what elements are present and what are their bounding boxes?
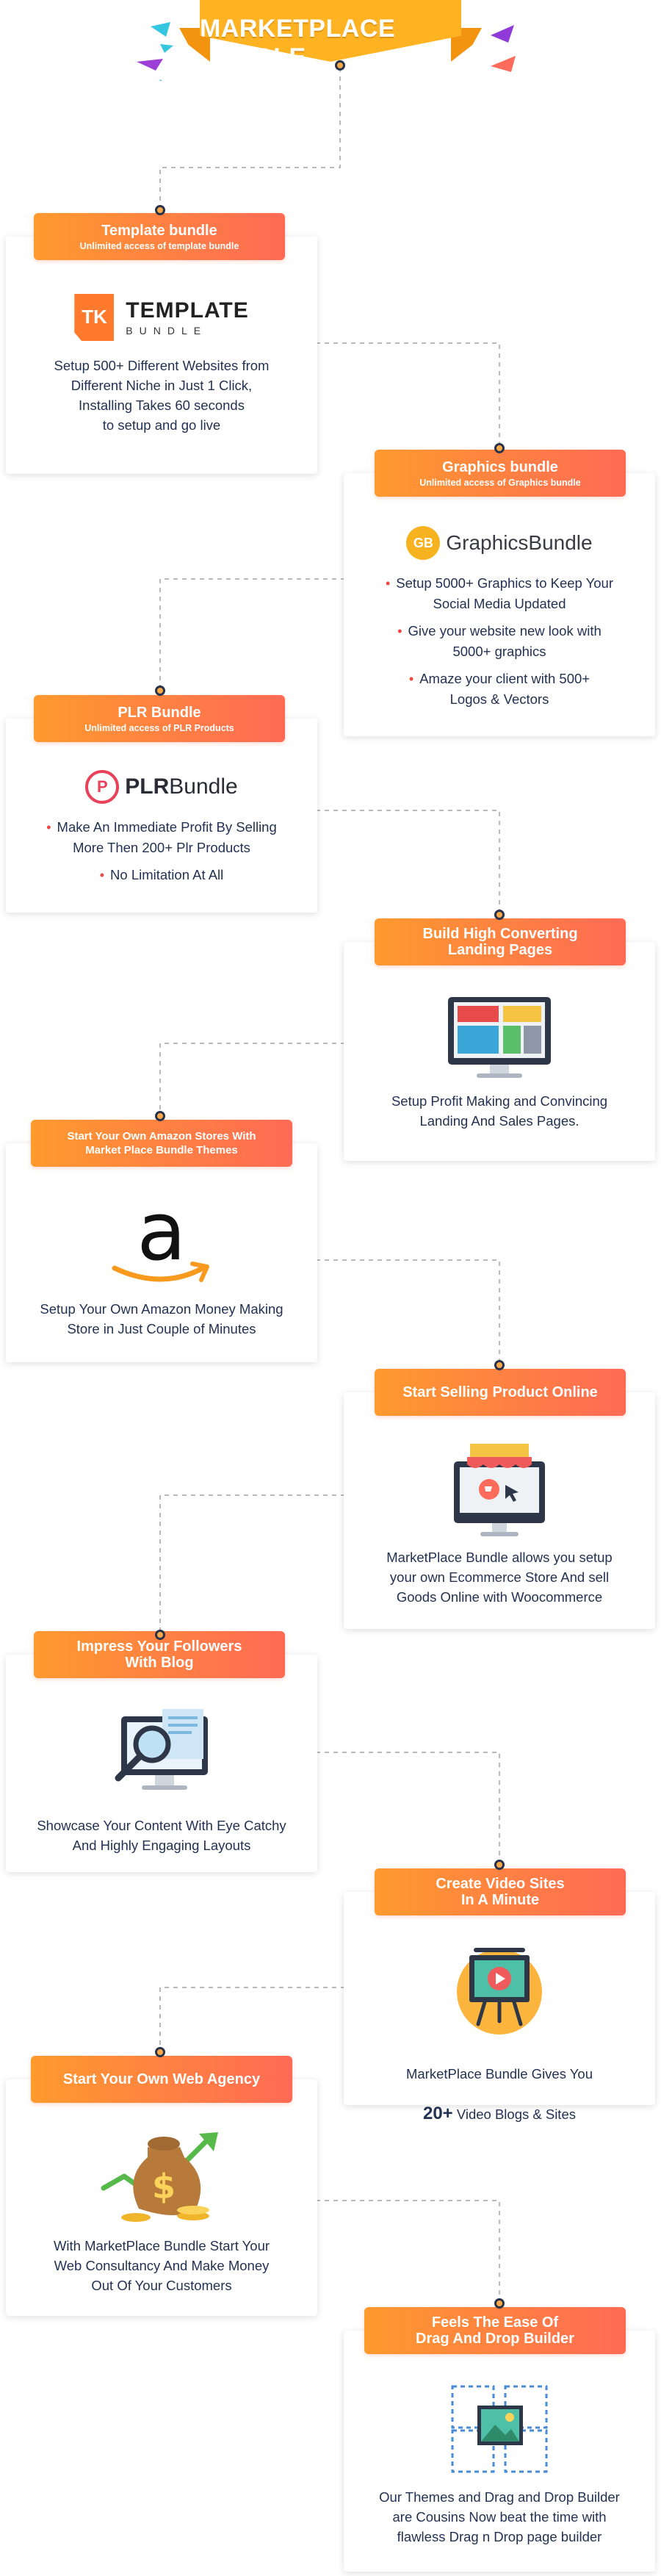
confetti-decoration — [137, 22, 516, 81]
money-bag-growth-icon: $ — [101, 2132, 218, 2222]
monitor-layout-icon — [448, 997, 551, 1078]
blog-search-icon — [115, 1709, 208, 1790]
list-item: •No Limitation At All — [99, 867, 224, 882]
tag-selling-online: Start Selling Product Online — [375, 1369, 626, 1416]
plr-bundle-mark-icon: P — [85, 770, 120, 804]
tag-subtitle: Unlimited access of Graphics bundle — [419, 477, 581, 488]
connector-node — [335, 60, 345, 71]
card-video-sites: MarketPlace Bundle Gives You 20+ Video B… — [344, 1892, 655, 2123]
drag-drop-icon — [451, 2385, 548, 2473]
tag-template-bundle: Template bundle Unlimited access of temp… — [34, 213, 285, 260]
video-board-icon — [457, 1948, 542, 2034]
logo-text: GraphicsBundle — [446, 531, 593, 554]
card-description: MarketPlace Bundle allows you setup your… — [386, 1550, 613, 1605]
connector-node — [494, 1860, 505, 1870]
card-description: Setup 500+ Different Websites from Diffe… — [54, 358, 270, 433]
card-description: Setup Profit Making and Convincing Landi… — [391, 1093, 608, 1129]
card-description: With MarketPlace Bundle Start Your Web C… — [53, 2238, 270, 2293]
tag-title: Start Your Own Web Agency — [62, 2071, 261, 2087]
list-item: •Amaze your client with 500+ Logos & Vec… — [408, 671, 590, 707]
connector-node — [494, 910, 505, 920]
tag-video-sites: Create Video Sites In A Minute — [375, 1868, 626, 1915]
card-plr-bundle: P PLRBundle •Make An Immediate Profit By… — [6, 719, 317, 913]
connector-node — [155, 2047, 165, 2057]
graphics-bundle-mark-icon: GB — [406, 526, 441, 560]
connector-node — [494, 2298, 505, 2309]
tag-graphics-bundle: Graphics bundle Unlimited access of Grap… — [375, 450, 626, 497]
online-store-icon — [454, 1444, 545, 1536]
graphics-bundle-logo: GB GraphicsBundle — [344, 526, 655, 560]
card-template-bundle: TK TEMPLATE BUNDLE Setup 500+ Different … — [6, 237, 317, 474]
feature-list: •Setup 5000+ Graphics to Keep Your Socia… — [344, 573, 655, 709]
card-web-agency: $ With MarketPlace Bundle Start Your Web… — [6, 2079, 317, 2316]
card-landing-pages: Setup Profit Making and Convincing Landi… — [344, 942, 655, 1161]
card-drag-drop: Our Themes and Drag and Drop Builder are… — [344, 2331, 655, 2572]
list-item: •Give your website new look with 5000+ g… — [397, 623, 602, 659]
logo-line-1: TEMPLATE — [126, 298, 249, 323]
video-count: 20+ — [422, 2104, 453, 2123]
connector-node — [155, 205, 165, 215]
tag-drag-drop: Feels The Ease Of Drag And Drop Builder — [364, 2307, 626, 2354]
tag-title: Graphics bundle — [442, 458, 558, 475]
tag-title: Create Video Sites In A Minute — [436, 1876, 565, 1908]
tag-amazon-stores: Start Your Own Amazon Stores With Market… — [31, 1120, 292, 1167]
tag-title: PLR Bundle — [118, 704, 201, 721]
card-description: Setup Your Own Amazon Money Making Store… — [40, 1301, 283, 1336]
header-banner: MARKETPLACE BUNDLE — [0, 0, 661, 81]
tag-landing-pages: Build High Converting Landing Pages — [375, 918, 626, 965]
tag-title: Build High Converting Landing Pages — [422, 926, 578, 958]
tag-title: Template bundle — [101, 222, 217, 239]
connector-node — [494, 443, 505, 453]
card-graphics-bundle: GB GraphicsBundle •Setup 5000+ Graphics … — [344, 473, 655, 736]
feature-list: •Make An Immediate Profit By Selling Mor… — [6, 817, 317, 885]
template-bundle-logo: TK TEMPLATE BUNDLE — [6, 294, 317, 341]
tag-title: Impress Your Followers With Blog — [76, 1638, 242, 1671]
logo-line-2: BUNDLE — [126, 325, 208, 337]
card-description: Our Themes and Drag and Drop Builder are… — [379, 2489, 620, 2544]
list-item: •Make An Immediate Profit By Selling Mor… — [46, 819, 277, 855]
list-item: •Setup 5000+ Graphics to Keep Your Socia… — [385, 575, 614, 611]
card-selling-online: MarketPlace Bundle allows you setup your… — [344, 1392, 655, 1629]
connector-node — [155, 686, 165, 696]
svg-text:$: $ — [152, 2167, 176, 2206]
card-blog: Showcase Your Content With Eye Catchy An… — [6, 1655, 317, 1872]
connector-node — [155, 1630, 165, 1640]
tag-title: Start Selling Product Online — [402, 1384, 598, 1400]
amazon-logo-icon: a — [6, 1191, 317, 1292]
plr-bundle-logo: P PLRBundle — [6, 770, 317, 804]
logo-text: PLRBundle — [125, 774, 238, 799]
connector-node — [494, 1360, 505, 1370]
template-bundle-mark-icon: TK — [74, 294, 115, 341]
tag-title: Start Your Own Amazon Stores With Market… — [67, 1130, 256, 1156]
tag-subtitle: Unlimited access of template bundle — [79, 240, 239, 251]
tag-title: Feels The Ease Of Drag And Drop Builder — [416, 2314, 574, 2347]
connector-node — [155, 1111, 165, 1121]
card-amazon-stores: a Setup Your Own Amazon Money Making Sto… — [6, 1143, 317, 1362]
card-description: Showcase Your Content With Eye Catchy An… — [37, 1818, 286, 1853]
tag-plr-bundle: PLR Bundle Unlimited access of PLR Produ… — [34, 695, 285, 742]
tag-web-agency: Start Your Own Web Agency — [31, 2056, 292, 2103]
amazon-smile-icon — [112, 1262, 209, 1282]
card-description: MarketPlace Bundle Gives You 20+ Video B… — [405, 2066, 593, 2123]
tag-subtitle: Unlimited access of PLR Products — [84, 722, 234, 733]
